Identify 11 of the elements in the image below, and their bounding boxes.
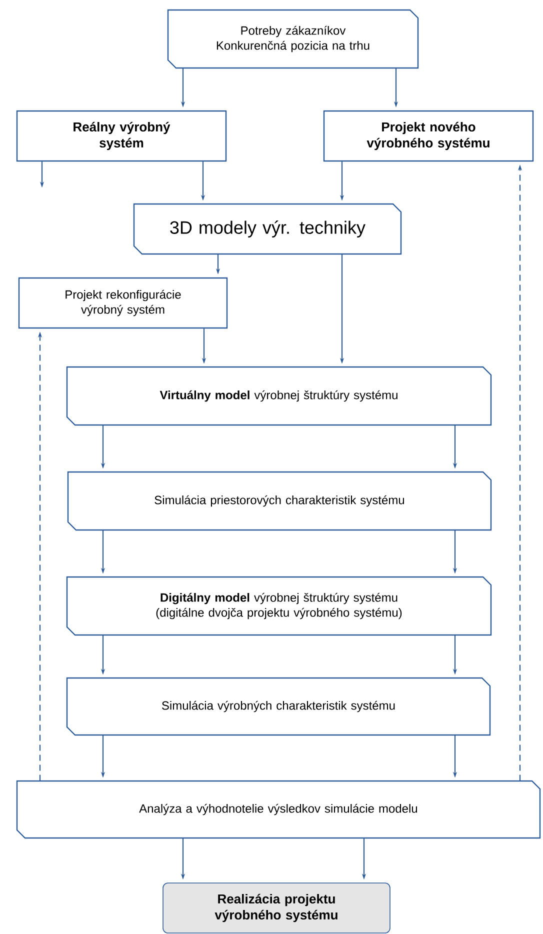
- system-box: Projekt nového výrobného systému: [323, 110, 534, 162]
- process-box: Simulácia výrobných charakteristik systému: [66, 677, 491, 736]
- process-box: Simulácia priestorových charakteristik systému: [67, 471, 492, 531]
- result-box: Realizácia projektu výrobného systému: [162, 882, 390, 934]
- system-box: Reálny výrobný systém: [16, 110, 227, 162]
- process-box: Potreby zákazníkov Konkurenčná pozicia na trhu: [167, 9, 419, 69]
- process-box: Virtuálny model výrobnej štruktúry systému: [66, 366, 492, 426]
- process-box: Analýza a výhodnotelie výsledkov simulácie modelu: [16, 780, 541, 839]
- process-box: 3D modely výr. techniky: [133, 203, 402, 255]
- process-box: Digitálny model výrobnej štruktúry systému (digitálne dvojča projektu výrobného systému): [66, 576, 492, 636]
- system-box: Projekt rekonfigurácie výrobný systém: [18, 277, 228, 329]
